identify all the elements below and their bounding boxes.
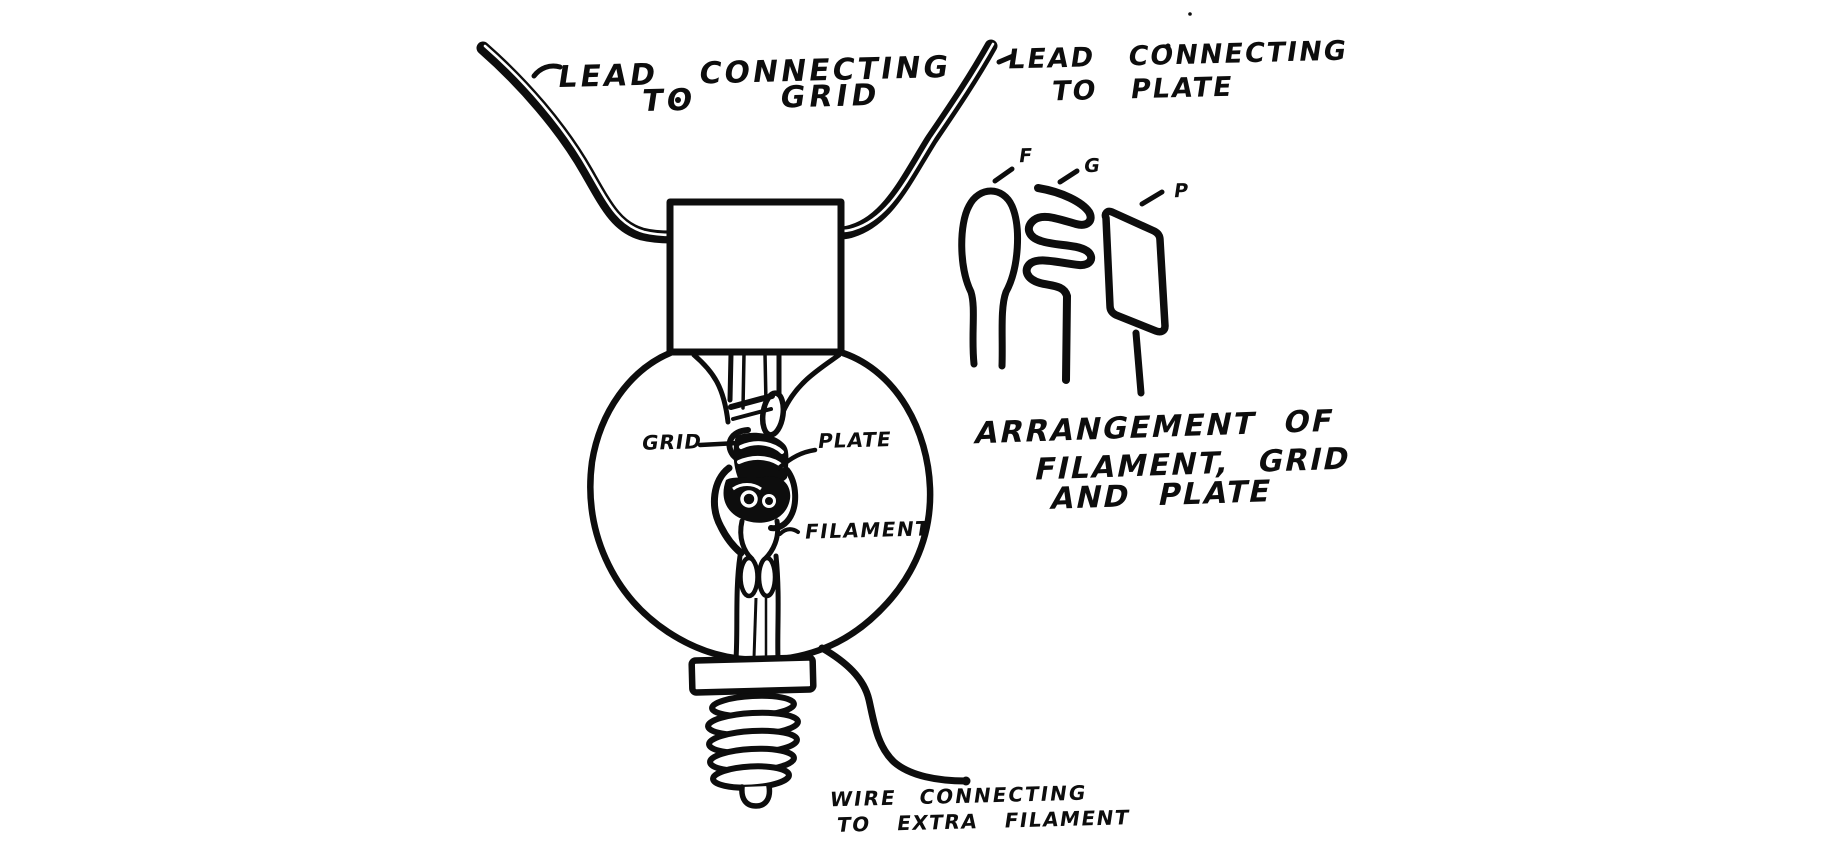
plate-label: PLATE	[816, 426, 894, 454]
lead-plate-pointer	[996, 53, 1016, 65]
letter-f-label: F	[1017, 144, 1036, 168]
leader-lines	[531, 53, 1165, 536]
lead-to-grid-wire	[476, 41, 678, 244]
letter-g-label: G	[1082, 154, 1104, 178]
screw-base	[688, 654, 817, 809]
lead-to-grid-label-line2: TO GRID	[639, 77, 883, 120]
grid-label: GRID	[640, 429, 704, 455]
stem-tubes	[691, 351, 842, 425]
filament-leader-line	[778, 527, 800, 536]
arrangement-caption-line3: AND PLATE	[1047, 474, 1276, 517]
extra-filament-wire	[818, 644, 971, 786]
top-cap-block	[666, 198, 845, 356]
grid-element-sketch	[1022, 184, 1096, 384]
plate-leader-line	[776, 447, 818, 471]
base-threads	[705, 692, 801, 791]
lower-stem	[733, 553, 781, 662]
plate-element-sketch	[1101, 207, 1169, 397]
letter-p-label: P	[1172, 179, 1192, 203]
grid-leader-line	[697, 440, 741, 448]
base-collar	[688, 654, 817, 696]
lead-grid-pointer	[531, 63, 563, 79]
g-leader-dash	[1057, 168, 1080, 185]
p-leader-dash	[1139, 189, 1165, 207]
ink-specks	[675, 12, 1192, 103]
base-tip	[739, 783, 773, 809]
lead-to-plate-label-line2: TO PLATE	[1049, 71, 1236, 108]
f-leader-dash	[992, 166, 1015, 184]
extra-wire-label-line1: WIRE CONNECTING	[828, 780, 1090, 812]
filament-element-sketch	[958, 187, 1022, 370]
filament-label: FILAMENT	[803, 516, 933, 544]
